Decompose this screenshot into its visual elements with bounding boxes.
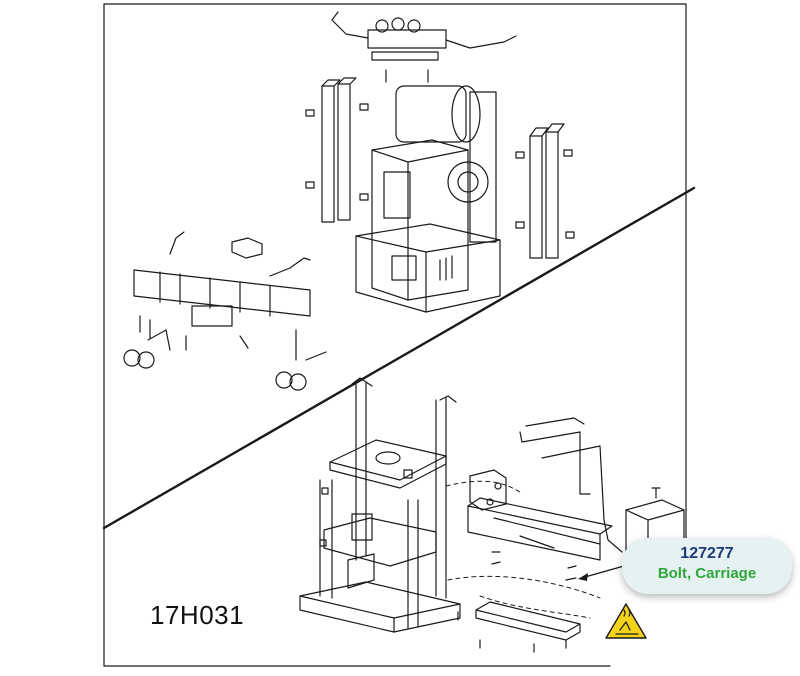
frame-assembly	[299, 377, 461, 633]
part-callout[interactable]: 127277 Bolt, Carriage	[622, 538, 792, 594]
top-machine-assembly	[305, 11, 575, 313]
figure-id-label: 17H031	[150, 600, 245, 630]
valve-sub-assembly	[123, 231, 327, 391]
right-uprights	[515, 123, 575, 259]
drawing-frame	[103, 3, 687, 667]
hardware-leader-lines	[445, 480, 601, 619]
part-number: 127277	[680, 545, 734, 562]
callout-leader-arrow	[578, 565, 625, 581]
machine-body	[355, 85, 501, 313]
heater-assembly	[467, 417, 623, 581]
bottom-bracket	[457, 601, 581, 653]
left-uprights	[305, 77, 369, 223]
hot-surface-warning-icon	[605, 603, 647, 639]
section-divider	[102, 186, 696, 530]
part-description: Bolt, Carriage	[657, 565, 757, 582]
gauge-manifold	[331, 11, 517, 83]
